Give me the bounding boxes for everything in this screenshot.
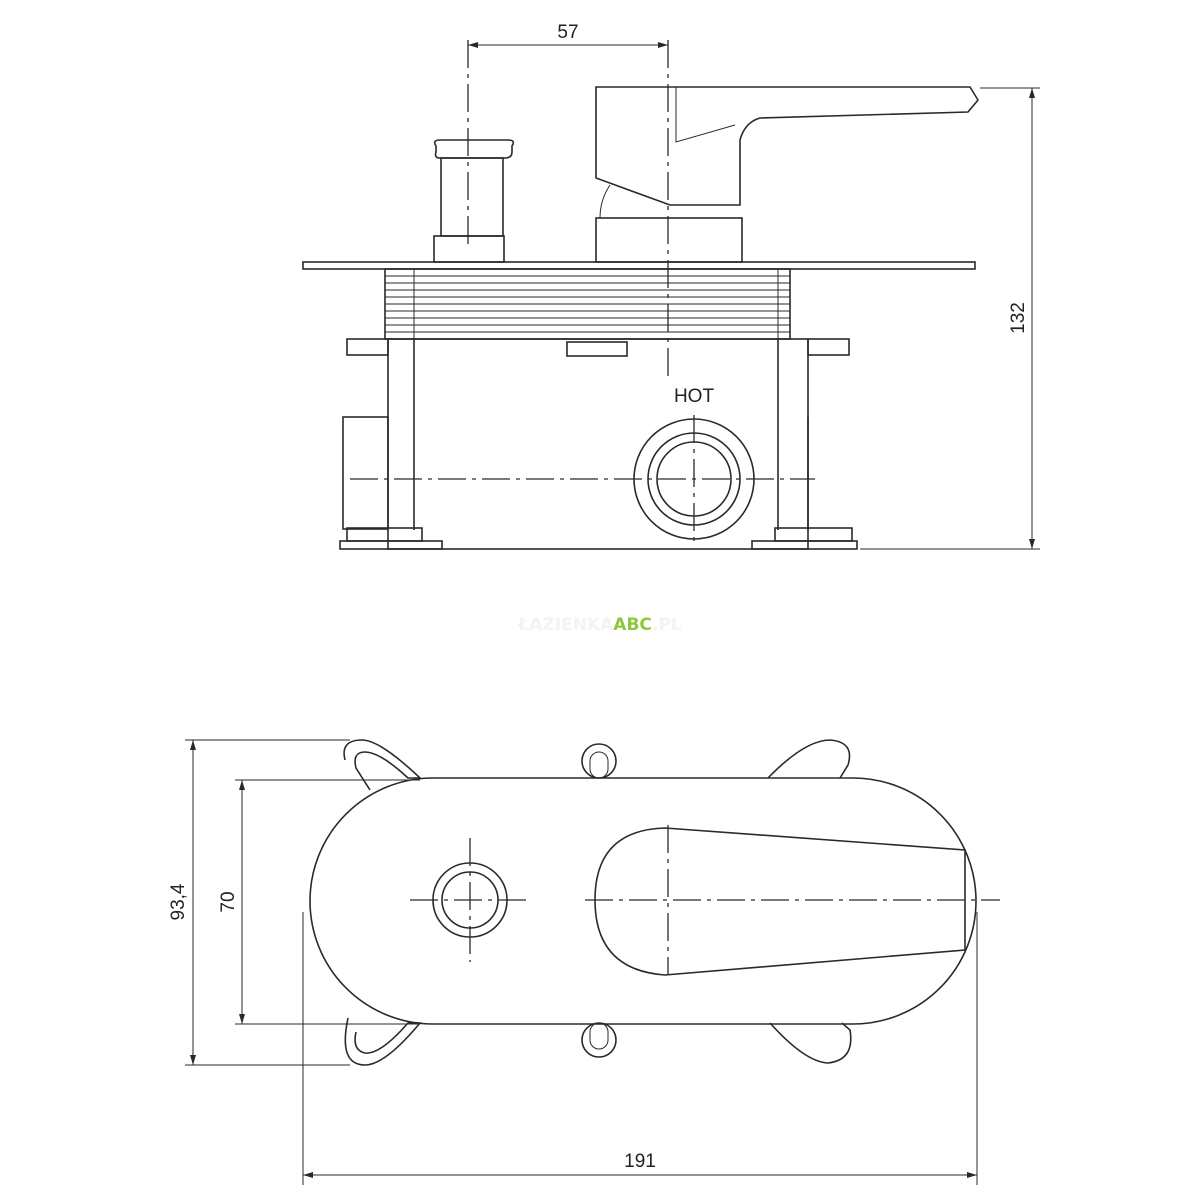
cover-plate xyxy=(309,777,977,1025)
svg-text:93,4: 93,4 xyxy=(168,883,189,920)
svg-text:70: 70 xyxy=(218,891,239,912)
hot-label: HOT xyxy=(674,386,715,407)
threaded-body xyxy=(384,268,791,340)
mixer-handle-top xyxy=(594,827,966,976)
svg-text:57: 57 xyxy=(557,22,578,43)
front-view: HOT xyxy=(302,40,979,550)
watermark: ŁAZIENKAABC.PL xyxy=(517,615,681,635)
dimension-93-4: 93,4 xyxy=(168,739,350,1066)
mixer-handle-side xyxy=(595,86,979,263)
svg-text:191: 191 xyxy=(624,1151,656,1172)
diverter-button xyxy=(433,139,515,263)
svg-text:132: 132 xyxy=(1008,302,1029,334)
dimension-191: 191 xyxy=(302,912,978,1185)
mounting-lugs xyxy=(343,739,852,1066)
dimension-70: 70 xyxy=(218,779,420,1025)
svg-text:ŁAZIENKAABC.PL: ŁAZIENKAABC.PL xyxy=(517,615,681,635)
top-view xyxy=(309,739,1000,1066)
dimension-132: 132 xyxy=(860,87,1040,550)
dimension-57: 57 xyxy=(468,22,668,48)
valve-box xyxy=(387,338,809,550)
cover-plate-side xyxy=(302,261,976,270)
